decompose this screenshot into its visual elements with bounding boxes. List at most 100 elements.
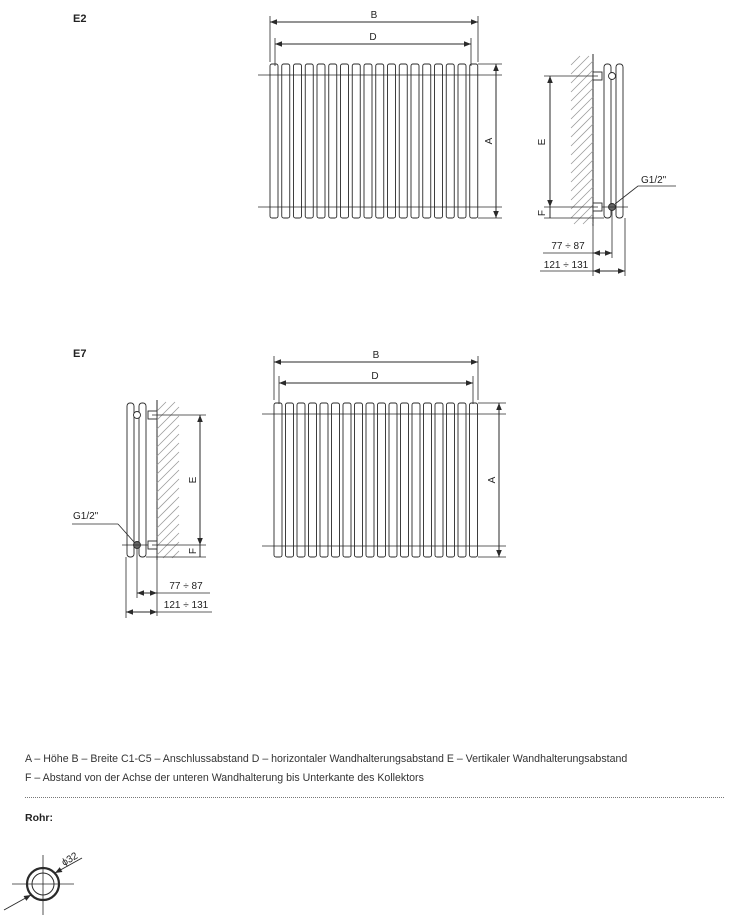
e2-hatch-line <box>570 87 594 111</box>
e7-hatch-line <box>156 496 180 520</box>
e7-hatch-line <box>156 415 180 439</box>
e2-tube <box>363 63 373 219</box>
e7-label-121-131: 121 ÷ 131 <box>164 600 209 611</box>
e7-hatch-line <box>156 433 180 457</box>
e2-tube <box>387 63 396 219</box>
e7-tube <box>354 402 363 558</box>
e2-tube <box>304 63 314 219</box>
e2-tube <box>445 63 455 219</box>
e2-tube <box>422 63 432 219</box>
e7-hatch-line <box>156 478 180 502</box>
e7-hatch-line <box>156 401 176 421</box>
e2-hatch-line <box>570 55 590 75</box>
legend: A – Höhe B – Breite C1-C5 – Anschlussabs… <box>25 750 725 788</box>
e7-tube <box>296 402 306 558</box>
e7-label-e: E <box>188 476 199 483</box>
e2-hatch-line <box>570 96 594 120</box>
e7-tube-array <box>273 402 478 558</box>
e7-tube <box>388 402 398 558</box>
e7-tube <box>273 402 283 558</box>
e7-hatch-line <box>156 523 180 547</box>
e7-label-77-87: 77 ÷ 87 <box>169 581 203 592</box>
e7-hatch-line <box>156 406 180 430</box>
dotted-divider <box>25 797 724 798</box>
e2-side-tube-back <box>615 63 624 219</box>
e2-tube <box>281 63 291 219</box>
e2-tube <box>269 63 279 219</box>
e7-tube <box>434 402 444 558</box>
e7-tube <box>365 402 375 558</box>
e2-tube <box>398 63 408 219</box>
e7-hatch-line <box>156 401 167 412</box>
e2-hatch-line <box>570 150 594 174</box>
pipe-diameter-label: ϕ32 <box>60 850 80 868</box>
e2-tube <box>375 63 385 219</box>
e2-tube <box>328 63 338 219</box>
e7-tube <box>457 402 467 558</box>
e7-hatch-line <box>156 460 180 484</box>
e2-side-view: E F G1/2" 77 ÷ 87 121 ÷ 131 <box>537 54 676 276</box>
e2-label-121-131: 121 ÷ 131 <box>544 260 589 271</box>
e7-label-b: B <box>373 350 380 361</box>
e2-label-d: D <box>369 32 376 43</box>
e7-tube <box>423 402 432 558</box>
e7-tube <box>331 402 340 558</box>
e7-tube <box>469 402 478 558</box>
e2-front-view: B D A <box>258 10 502 219</box>
e7-tube <box>411 402 421 558</box>
e2-hatch-line <box>570 141 594 165</box>
e7-hatch-line <box>156 451 180 475</box>
pipe-title: Rohr: <box>25 812 53 824</box>
e7-hatch-line <box>156 424 180 448</box>
e7-upper-plug <box>133 411 141 419</box>
e2-upper-plug <box>608 72 616 80</box>
e2-tube <box>457 63 467 219</box>
e2-hatch-line <box>573 204 594 225</box>
e7-label-d: D <box>371 371 378 382</box>
e7-title: E7 <box>73 348 86 360</box>
e2-tube <box>340 63 349 219</box>
e7-hatch-line <box>162 541 180 559</box>
e2-title: E2 <box>73 13 86 25</box>
e7-front-view: B D A <box>262 350 506 558</box>
pipe-cross-section: ϕ32 <box>3 850 83 915</box>
e2-hatch-line <box>570 159 594 183</box>
e2-connection-label: G1/2" <box>641 175 667 186</box>
e7-side-view: E F G1/2" 77 ÷ 87 121 ÷ 131 <box>72 400 212 618</box>
e2-hatch-line <box>591 222 594 225</box>
e2-tube <box>410 63 420 219</box>
e7-hatch-line <box>156 469 180 493</box>
e2-hatch-line <box>570 55 581 66</box>
e2-hatch-line <box>570 186 594 210</box>
e7-connection-label: G1/2" <box>73 511 99 522</box>
e2-hatch-line <box>570 78 594 102</box>
legend-line-2: F – Abstand von der Achse der unteren Wa… <box>25 772 424 784</box>
e2-tube <box>316 63 326 219</box>
e7-tube <box>319 402 329 558</box>
pipe-outer-circle <box>25 866 61 902</box>
pipe-inner-circle <box>31 872 55 896</box>
e7-wall-hatching <box>156 401 180 559</box>
e7-side-tube-front <box>138 402 147 558</box>
e7-tube <box>446 402 455 558</box>
e2-hatch-line <box>570 123 594 147</box>
e2-tube <box>469 63 479 219</box>
e7-tube <box>400 402 409 558</box>
e2-hatch-line <box>570 60 594 84</box>
e2-label-a: A <box>484 137 495 144</box>
e7-hatch-line <box>156 442 180 466</box>
e2-tube <box>434 63 443 219</box>
e2-hatch-line <box>570 105 594 129</box>
e2-hatch-line <box>582 213 594 225</box>
e7-label-f: F <box>188 548 199 554</box>
e7-tube <box>342 402 352 558</box>
e2-label-f: F <box>537 210 548 216</box>
e7-tube <box>308 402 317 558</box>
e7-side-tube-back <box>126 402 135 558</box>
e7-label-a: A <box>487 476 498 483</box>
e2-side-tube-front <box>603 63 612 219</box>
e2-label-77-87: 77 ÷ 87 <box>551 241 585 252</box>
e7-tube <box>285 402 294 558</box>
e2-hatch-line <box>570 177 594 201</box>
e2-hatch-line <box>570 69 594 93</box>
